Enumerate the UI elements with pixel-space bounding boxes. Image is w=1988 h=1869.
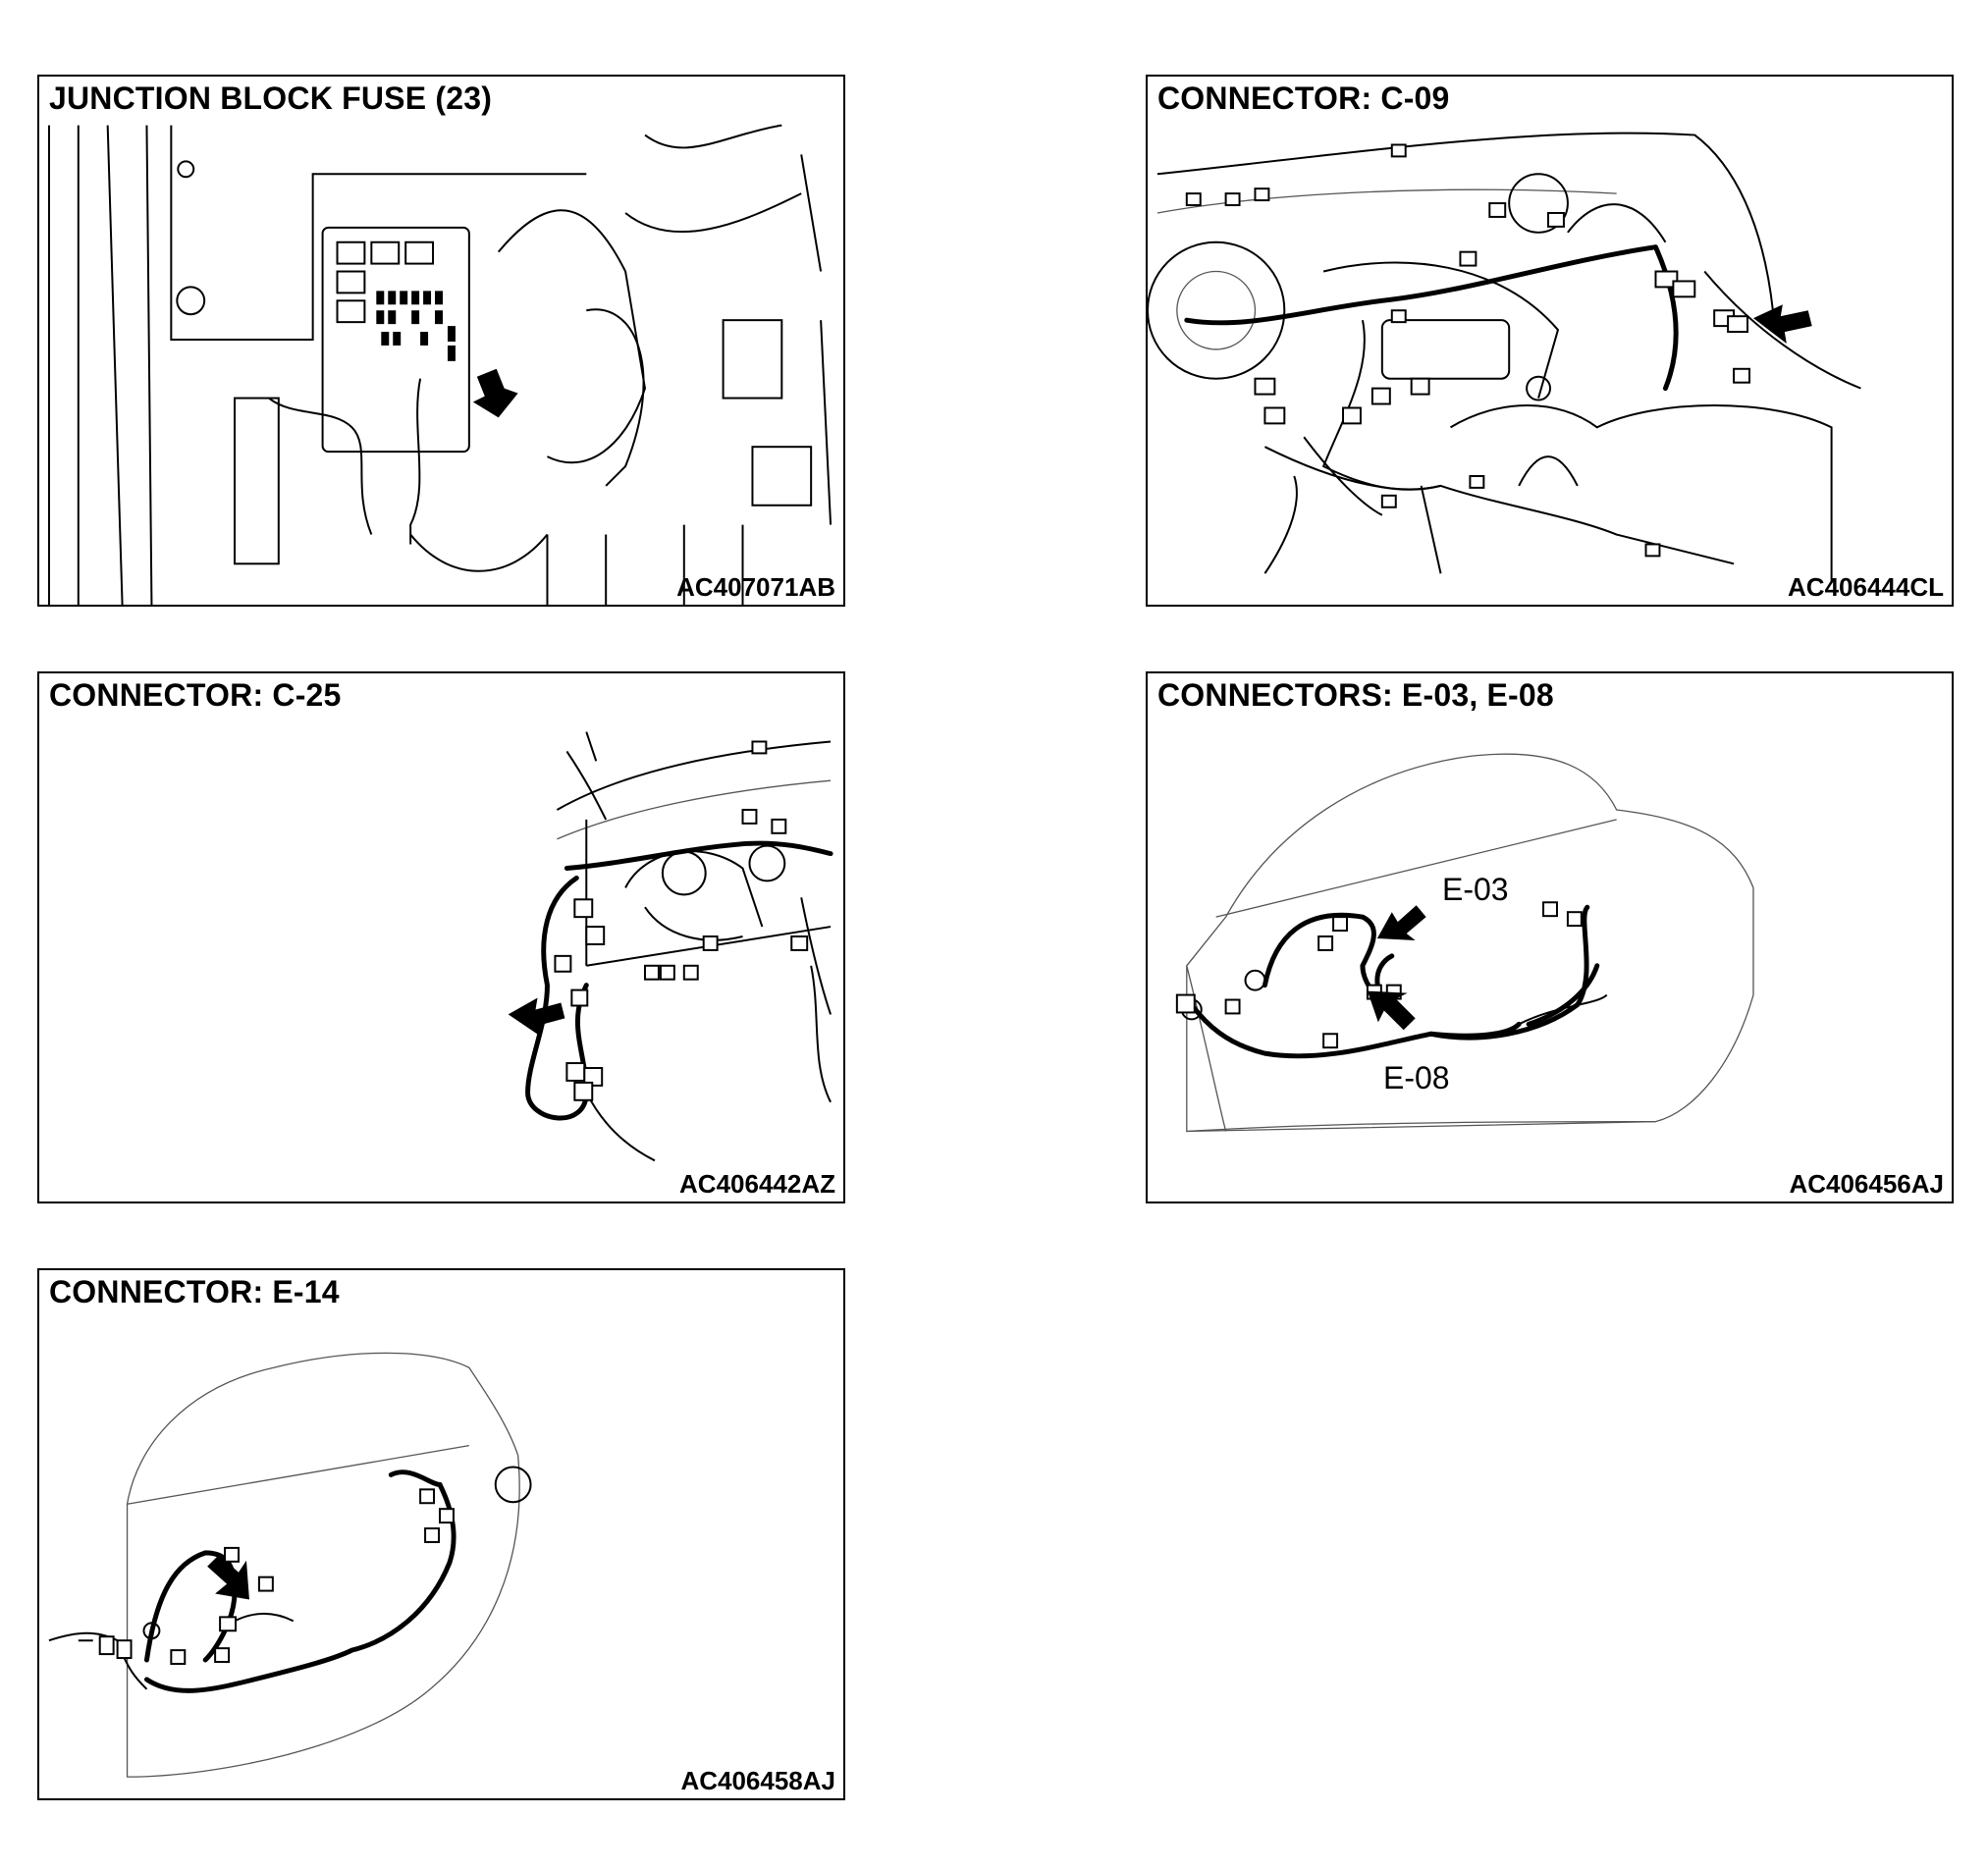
callout-e03: E-03 bbox=[1442, 872, 1509, 907]
panel-title: JUNCTION BLOCK FUSE (23) bbox=[49, 80, 497, 117]
figure-code: AC406442AZ bbox=[679, 1169, 835, 1199]
junction-block-illustration bbox=[47, 124, 833, 605]
panel-title: CONNECTOR: E-14 bbox=[49, 1274, 344, 1310]
panel-title: CONNECTOR: C-09 bbox=[1157, 80, 1454, 117]
callout-e08: E-08 bbox=[1383, 1060, 1450, 1095]
figure-code: AC406458AJ bbox=[680, 1766, 835, 1795]
connector-c25-illustration bbox=[508, 731, 833, 1162]
connector-c09-illustration bbox=[1148, 132, 1861, 584]
panel-title: CONNECTORS: E-03, E-08 bbox=[1157, 677, 1558, 714]
panel-junction-block-fuse: JUNCTION BLOCK FUSE (23) AC407071AB bbox=[37, 75, 845, 607]
pointer-arrow bbox=[472, 368, 518, 418]
pointer-arrow bbox=[207, 1554, 249, 1600]
pointer-arrow bbox=[1752, 304, 1812, 344]
figure-code: AC406456AJ bbox=[1789, 1169, 1944, 1199]
pointer-arrow bbox=[1367, 990, 1416, 1031]
panel-connector-e14: CONNECTOR: E-14 AC406458AJ bbox=[37, 1268, 845, 1800]
panel-connector-c09: CONNECTOR: C-09 AC406444CL bbox=[1146, 75, 1954, 607]
panel-title: CONNECTOR: C-25 bbox=[49, 677, 346, 714]
pointer-arrow bbox=[1376, 905, 1426, 940]
pointer-arrow bbox=[508, 997, 565, 1038]
panel-connectors-e03-e08: CONNECTORS: E-03, E-08 E-03 E-08 AC40645… bbox=[1146, 671, 1954, 1203]
door-e14-illustration bbox=[48, 1352, 532, 1778]
figure-code: AC406444CL bbox=[1788, 572, 1944, 602]
panel-connector-c25: CONNECTOR: C-25 AC406442AZ bbox=[37, 671, 845, 1203]
door-e03-e08-illustration bbox=[1175, 753, 1754, 1133]
figure-code: AC407071AB bbox=[676, 572, 835, 602]
